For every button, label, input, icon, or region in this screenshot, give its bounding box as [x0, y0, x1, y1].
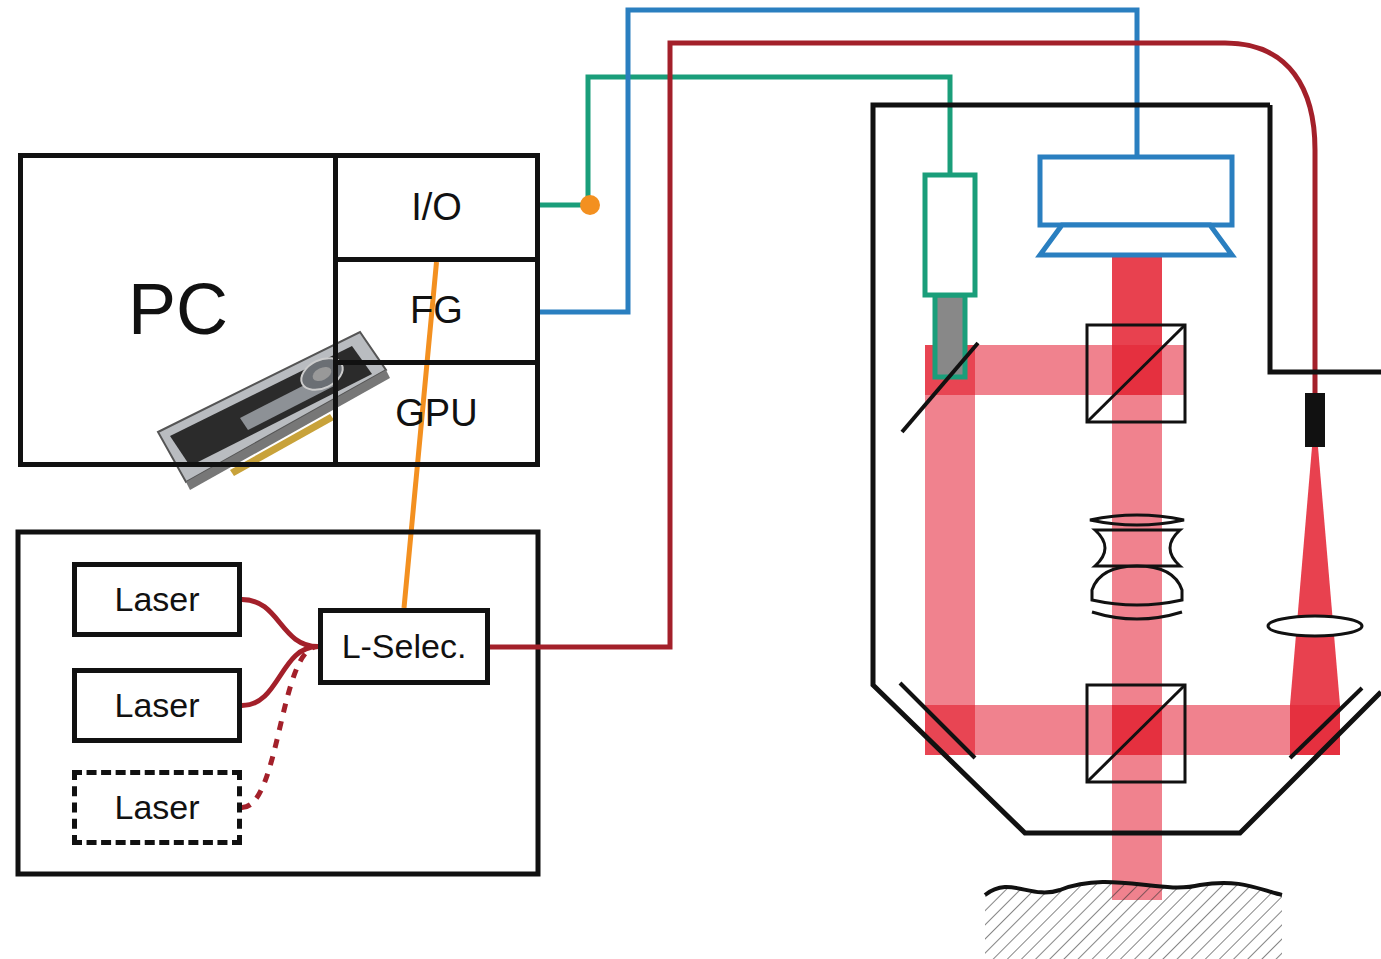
- fiber-cable: [490, 43, 1315, 647]
- mirror: [900, 683, 975, 758]
- mirror: [1290, 688, 1362, 758]
- beam-splitter: [1087, 325, 1185, 422]
- gpu-card: [296, 352, 348, 396]
- text-holder: Laser: [77, 673, 237, 738]
- scan-mirror: [902, 343, 978, 432]
- light-beams: [1290, 705, 1340, 755]
- laser-box: Laser: [72, 668, 242, 743]
- objective-lens: [1095, 530, 1180, 566]
- camera: [1040, 225, 1232, 255]
- light-beams: [925, 255, 1340, 900]
- text-holder: Laser: [77, 567, 237, 632]
- text-holder: I/O: [338, 158, 535, 257]
- microscope-housing: [873, 105, 1381, 833]
- beam-splitter: [1087, 685, 1185, 782]
- sample: [985, 870, 1282, 959]
- box-label: I/O: [411, 187, 462, 229]
- light-beams: [925, 705, 975, 755]
- box-label: Laser: [114, 581, 199, 618]
- objective-lens: [1092, 612, 1182, 619]
- light-beams: [1112, 705, 1162, 755]
- connector: [242, 647, 318, 808]
- scanner: [925, 175, 975, 295]
- box-label: PC: [128, 270, 228, 349]
- gpu-card: [186, 370, 390, 490]
- text-holder: FG: [338, 262, 535, 360]
- laser-housing: [18, 532, 538, 874]
- box-label: GPU: [395, 393, 477, 435]
- camera: [1040, 157, 1232, 255]
- computer-box: PC I/O FG GPU: [18, 153, 540, 467]
- objective-lens: [1092, 566, 1182, 605]
- sample: [985, 882, 1282, 895]
- frame-grabber: FG: [333, 257, 540, 365]
- laser-box: Laser: [72, 770, 242, 845]
- io-card: I/O: [333, 153, 540, 262]
- objective-lens: [1090, 515, 1184, 525]
- gpu-slot: GPU: [333, 360, 540, 467]
- light-beams: [1112, 255, 1162, 345]
- laser-box: Laser: [72, 562, 242, 637]
- light-beams: [1112, 345, 1162, 900]
- box-label: FG: [410, 290, 463, 332]
- junction-dot: [580, 195, 600, 215]
- gpu-card: [310, 364, 333, 384]
- lens: [1268, 616, 1362, 636]
- sample: [985, 870, 1282, 959]
- collimator: [1305, 393, 1325, 447]
- text-holder: PC: [23, 158, 333, 462]
- box-label: Laser: [114, 789, 199, 826]
- laser-selector: L-Selec.: [318, 608, 490, 685]
- light-beams: [1290, 447, 1340, 705]
- gpu-card: [158, 332, 386, 482]
- beam-splitter: [1087, 325, 1185, 782]
- text-holder: Laser: [77, 775, 237, 840]
- light-beams: [925, 345, 975, 755]
- text-holder: L-Selec.: [323, 613, 485, 680]
- box-label: L-Selec.: [342, 628, 467, 665]
- connector: [242, 600, 318, 647]
- light-beams: [1112, 345, 1162, 395]
- text-holder: GPU: [338, 365, 535, 462]
- beam-splitter: [1087, 685, 1185, 782]
- camera: [1040, 157, 1232, 225]
- scanner: [925, 175, 975, 377]
- beam-splitter: [1087, 325, 1185, 422]
- objective-lens: [1090, 515, 1184, 619]
- box-label: Laser: [114, 687, 199, 724]
- trigger-wire: [540, 77, 950, 205]
